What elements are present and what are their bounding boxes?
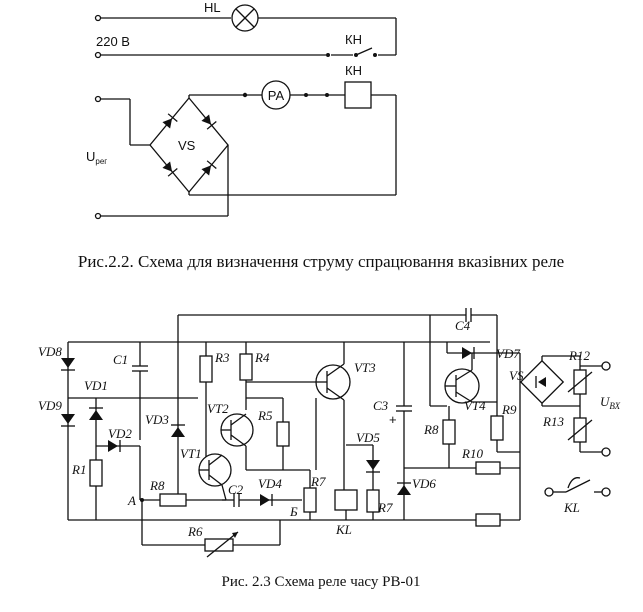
- terminal-uvx-top-icon: [601, 361, 611, 371]
- label-plus: +: [389, 412, 397, 427]
- resistor-r3-icon: [199, 355, 213, 383]
- terminal-uvx-bottom-icon: [601, 447, 611, 457]
- fig2-3-schematic: VD8 VD1 VD9 VD2 C1 R1 A R8 VD3 VT1 VT2 R…: [38, 308, 621, 590]
- label-kl-contact: KL: [563, 500, 580, 515]
- diode-bridge-vs2-icon: [519, 359, 565, 405]
- label-vs: VS: [509, 368, 524, 383]
- bus-wires: [67, 314, 497, 546]
- label-r8a: R8: [149, 478, 165, 493]
- diode-vd2-icon: [108, 440, 121, 452]
- diode-vd4-icon: [260, 494, 273, 506]
- resistor-r7a-icon: [303, 487, 317, 513]
- label-b: Б: [289, 504, 298, 519]
- switch-line: [94, 47, 396, 59]
- diode-vd3-icon: [171, 424, 185, 437]
- terminal-kl-right-icon: [601, 487, 611, 497]
- label-kn-switch: КН: [345, 32, 362, 47]
- relay-coil-kl-icon: [334, 489, 358, 511]
- label-vd3: VD3: [145, 412, 169, 427]
- label-vt4: VT4: [464, 398, 486, 413]
- label-r7a: R7: [310, 474, 326, 489]
- label-r5: R5: [257, 408, 273, 423]
- label-kl: KL: [335, 522, 352, 537]
- diode-vd8-icon: [61, 358, 75, 371]
- label-kn-coil: КН: [345, 63, 362, 78]
- label-vd9: VD9: [38, 398, 62, 413]
- label-u-reg: Uрег: [86, 149, 107, 166]
- label-c3: C3: [373, 398, 389, 413]
- label-r7b: R7: [377, 500, 393, 515]
- label-vd6: VD6: [412, 476, 436, 491]
- label-220v: 220 В: [96, 34, 130, 49]
- label-r4: R4: [254, 350, 270, 365]
- label-uvx: UВХ: [600, 394, 621, 411]
- switch-contact-icon: [355, 47, 373, 56]
- label-vd7: VD7: [496, 346, 520, 361]
- label-vd1: VD1: [84, 378, 108, 393]
- resistor-r8b-icon: [442, 419, 456, 445]
- caption-fig-2-2: Рис.2.2. Схема для визначення струму спр…: [78, 252, 564, 271]
- diode-vd6-icon: [397, 482, 411, 495]
- resistor-r1-icon: [89, 459, 103, 487]
- label-vt2: VT2: [207, 401, 229, 416]
- label-r6: R6: [187, 524, 203, 539]
- label-vt1: VT1: [180, 446, 202, 461]
- label-vd4: VD4: [258, 476, 282, 491]
- lamp-line: [94, 4, 397, 55]
- resistor-r9-icon: [490, 415, 504, 441]
- label-r8b: R8: [423, 422, 439, 437]
- label-r12: R12: [568, 348, 590, 363]
- caption-fig-2-3: Рис. 2.3 Схема реле часу РВ-01: [222, 574, 421, 590]
- label-r13: R13: [542, 414, 564, 429]
- label-vd8: VD8: [38, 344, 62, 359]
- fig2-2-schematic: HL 220 В КН КН PA VS Uрег Рис.2.2. Схема…: [78, 0, 564, 271]
- label-c4: C4: [455, 318, 471, 333]
- label-hl: HL: [204, 0, 221, 15]
- label-vs-bridge: VS: [178, 138, 196, 153]
- label-vt3: VT3: [354, 360, 376, 375]
- bridge-circuit: [94, 80, 397, 220]
- resistor-r5-icon: [276, 421, 290, 447]
- diode-vd9-icon: [61, 414, 75, 427]
- relay-coil-kn-icon: [344, 81, 372, 109]
- label-a: A: [127, 493, 136, 508]
- label-r1: R1: [71, 462, 86, 477]
- resistor-r6-icon: [204, 538, 234, 552]
- label-c1: C1: [113, 352, 128, 367]
- diode-vd7-icon: [462, 347, 475, 359]
- label-r3: R3: [214, 350, 230, 365]
- resistor-r4-icon: [239, 353, 253, 381]
- label-c2: C2: [228, 482, 244, 497]
- terminal-kl-left-icon: [544, 487, 554, 497]
- resistor-r10-icon: [475, 461, 501, 475]
- diode-vd1-icon: [89, 407, 103, 420]
- label-r10: R10: [461, 446, 483, 461]
- resistor-r8a-icon: [159, 493, 187, 507]
- resistor-r11-icon: [475, 513, 501, 527]
- label-vd2: VD2: [108, 426, 132, 441]
- label-r9: R9: [501, 402, 517, 417]
- relay-contact-kl-icon: [565, 479, 591, 493]
- label-pa: PA: [268, 88, 285, 103]
- label-vd5: VD5: [356, 430, 380, 445]
